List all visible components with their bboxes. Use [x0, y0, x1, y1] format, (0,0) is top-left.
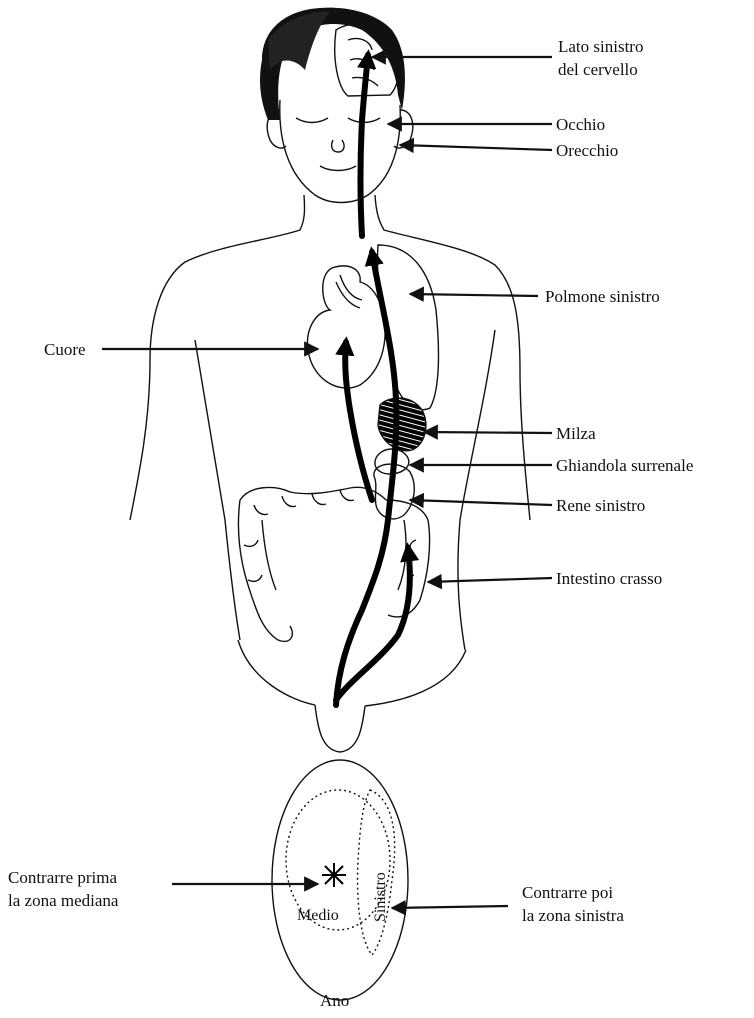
label-colon: Intestino crasso — [428, 569, 662, 588]
svg-text:Intestino crasso: Intestino crasso — [556, 569, 662, 588]
svg-text:Ghiandola surrenale: Ghiandola surrenale — [556, 456, 693, 475]
middle-zone-label: Medio — [297, 907, 339, 924]
svg-text:Contrarre prima: Contrarre prima — [8, 868, 117, 887]
body-figure — [130, 8, 530, 752]
svg-text:Contrarre poi: Contrarre poi — [522, 883, 613, 902]
svg-text:Milza: Milza — [556, 424, 596, 443]
energy-path-colon — [336, 548, 410, 700]
neck-right — [375, 195, 530, 520]
label-brain-line1: Lato sinistro — [558, 37, 643, 56]
label-lung: Polmone sinistro — [410, 287, 660, 306]
label-brain: Lato sinistro del cervello — [372, 37, 643, 79]
label-heart: Cuore — [44, 340, 318, 359]
large-intestine — [238, 487, 429, 641]
label-spleen: Milza — [424, 424, 596, 443]
anus-star-icon — [322, 863, 346, 887]
hair — [260, 8, 405, 120]
anus-label: Ano — [320, 991, 349, 1010]
svg-text:Orecchio: Orecchio — [556, 141, 618, 160]
label-brain-line2: del cervello — [558, 60, 638, 79]
left-eye — [296, 118, 328, 123]
svg-text:Polmone sinistro: Polmone sinistro — [545, 287, 660, 306]
svg-text:Occhio: Occhio — [556, 115, 605, 134]
label-eye: Occhio — [388, 115, 605, 134]
energy-path-upper — [361, 55, 369, 236]
svg-text:Rene sinistro: Rene sinistro — [556, 496, 645, 515]
svg-text:la zona mediana: la zona mediana — [8, 891, 119, 910]
spleen — [378, 398, 426, 451]
label-ear: Orecchio — [400, 141, 618, 160]
left-zone-label: Sinistro — [372, 872, 389, 922]
label-adrenal: Ghiandola surrenale — [410, 456, 693, 475]
svg-text:Cuore: Cuore — [44, 340, 86, 359]
energy-path-heart — [345, 342, 372, 500]
label-then-contract: Contrarre poi la zona sinistra — [392, 883, 624, 925]
svg-text:la zona sinistra: la zona sinistra — [522, 906, 624, 925]
